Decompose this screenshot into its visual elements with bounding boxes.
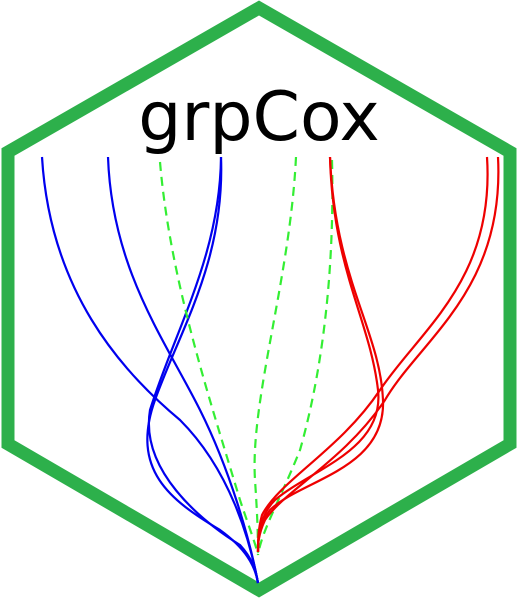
blue-path <box>106 156 260 584</box>
red-path-group <box>256 156 500 553</box>
blue-path <box>147 156 260 584</box>
green-path <box>158 161 260 556</box>
green-path-group <box>158 156 334 556</box>
red-path <box>256 156 380 553</box>
blue-path-group <box>40 156 260 584</box>
green-path <box>256 159 334 556</box>
red-path <box>256 156 489 553</box>
red-path <box>256 156 385 553</box>
red-path <box>256 156 500 553</box>
green-path <box>253 156 298 556</box>
logo-title: grpCox <box>138 78 380 157</box>
